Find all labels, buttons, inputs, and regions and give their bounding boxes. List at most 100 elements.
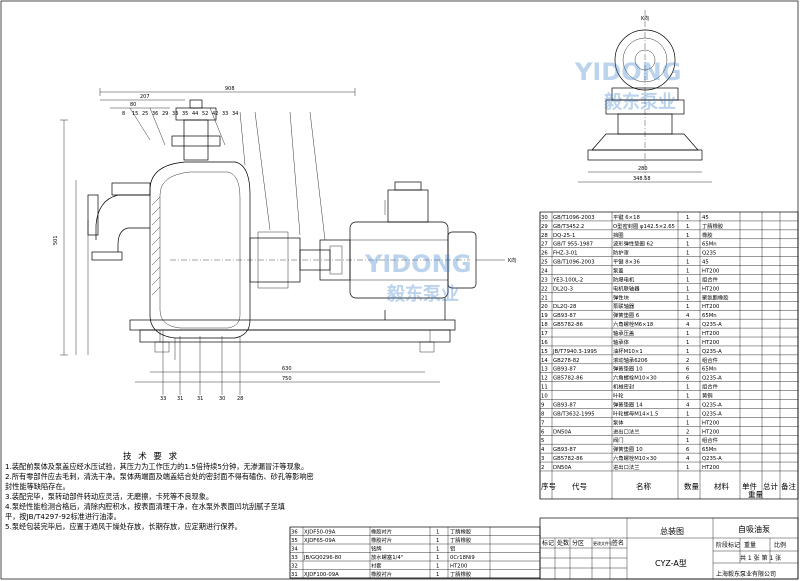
- bom-cell-no: 20: [541, 304, 548, 310]
- bom-cell-name: 挡圈: [613, 231, 624, 239]
- stage-label-0: 阶段标记: [716, 541, 740, 549]
- dim-overall-length: 908: [225, 86, 235, 92]
- dim-left-h: 207: [140, 94, 150, 100]
- bom-cell-name: 叶轮: [613, 392, 624, 400]
- bom-cell-mat: HT200: [702, 304, 720, 310]
- tb-small-1: 处数: [557, 539, 569, 547]
- balloon-31: 31: [177, 396, 183, 402]
- bom-cell-code: GB/T1096-2003: [553, 260, 595, 266]
- lower-bom-cell-mat: 丁腈橡胶: [450, 528, 472, 536]
- bom-cell-no: 30: [541, 215, 548, 221]
- bom-cell-name: 叶轮螺母M14×1.5: [613, 409, 658, 417]
- bom-cell-name: 进出口法兰: [613, 427, 640, 435]
- bom-cell-mat: 聚氨酯橡胶: [702, 293, 729, 301]
- watermark-cn-text-mid: 毅东泵业: [387, 284, 459, 305]
- bom-cell-name: 防护罩: [613, 249, 629, 257]
- bom-cell-mat: 45: [702, 260, 709, 266]
- front-view: 908 207 80 501: [53, 86, 516, 402]
- watermark-logo-top: YIDONG: [575, 58, 681, 86]
- bom-cell-code: GB278-82: [553, 358, 580, 364]
- lower-bom-cell-mat: 0Cr18Ni9: [450, 555, 475, 561]
- bom-header-code: 代号: [572, 481, 587, 491]
- bom-cell-qty: 1: [686, 286, 689, 292]
- lower-bom-cell-qty: 1: [436, 572, 439, 578]
- bom-cell-name: 六角螺栓M10×30: [613, 374, 657, 382]
- bom-cell-qty: 1: [686, 385, 689, 391]
- lower-bom-cell-no: 32: [291, 564, 298, 570]
- bom-cell-qty: 1: [686, 340, 689, 346]
- watermark-logo-mid: YIDONG: [365, 250, 471, 278]
- tb-small-3: 更改文件号: [593, 540, 613, 546]
- requirement-line-1: 1.装配前泵体及泵盖应经水压试验，其压力为工作压力的1.5倍持续5分钟，无渗漏冒…: [5, 462, 309, 471]
- bom-cell-qty: 4: [686, 322, 690, 328]
- bom-cell-mat: 45: [702, 215, 709, 221]
- lower-bom-cell-name: 铭牌: [371, 545, 382, 553]
- bom-cell-mat: HT200: [702, 331, 720, 337]
- bom-cell-qty: 6: [686, 367, 690, 373]
- bom-cell-mat: HT200: [702, 269, 720, 275]
- watermark-cn-text-top: 毅东泵业: [604, 92, 676, 113]
- bom-header-weight: 重量: [748, 490, 763, 499]
- bom-header-unit_w: 单件: [742, 481, 757, 491]
- bom-cell-name: 弹簧垫圈 6: [613, 311, 640, 319]
- lower-bom-cell-qty: 1: [436, 538, 439, 544]
- bom-cell-qty: 1: [686, 394, 689, 400]
- lower-bom-cell-no: 36: [291, 530, 298, 536]
- bom-cell-code: DN50A: [553, 465, 572, 471]
- balloon-top: 52: [202, 111, 208, 117]
- bom-cell-mat: HT200: [702, 429, 720, 435]
- bom-cell-mat: HT200: [702, 420, 720, 426]
- bom-cell-no: 14: [541, 358, 548, 364]
- bom-cell-name: 平键 8×36: [613, 258, 640, 266]
- lower-bom-cell-qty: 1: [436, 555, 439, 561]
- requirement-line-4: 3.装配完毕，泵转动部件转动应灵活，无磨擦，卡死等不良现象。: [5, 492, 214, 501]
- balloon-30: 30: [219, 396, 225, 402]
- bom-cell-mat: 黄铜: [702, 392, 713, 400]
- balloon-top: 8: [122, 111, 125, 117]
- bom-header-mat: 材料: [714, 481, 729, 491]
- watermark-cn-top: 毅东泵业: [604, 88, 676, 114]
- lower-bom-cell-qty: 1: [436, 530, 439, 536]
- bom-cell-no: 25: [541, 260, 548, 266]
- bom-cell-name: 弹簧垫圈 10: [613, 365, 643, 373]
- lower-bom-cell-mat: 丁腈橡胶: [450, 570, 472, 578]
- bom-cell-name: 进出口法兰: [613, 463, 640, 471]
- bom-cell-code: GB93-87: [553, 367, 576, 373]
- balloon-top: 25: [142, 111, 148, 117]
- bom-cell-code: GB5782-86: [553, 322, 583, 328]
- bom-cell-name: 六角螺栓M6×18: [613, 320, 654, 328]
- bom-cell-no: 7: [541, 420, 544, 426]
- lower-bom-cell-qty: 1: [436, 547, 439, 553]
- bom-cell-code: GB/T1096-2003: [553, 215, 595, 221]
- balloon-top: 42: [212, 111, 218, 117]
- lower-bom-cell-no: 35: [291, 538, 298, 544]
- bom-cell-qty: 1: [686, 242, 689, 248]
- bom-cell-mat: 65Mn: [702, 447, 717, 453]
- bom-cell-qty: 6: [686, 447, 690, 453]
- lower-bom-cell-name: 橡胶衬片: [371, 536, 392, 544]
- bom-cell-qty: 1: [686, 420, 689, 426]
- requirement-line-7: 5.泵经包装完毕后，应置于通风干燥处存放，长期存放，应定期进行保养。: [5, 522, 242, 531]
- lower-bom-cell-qty: 1: [436, 564, 439, 570]
- dim-side-base-width: 348.58: [633, 176, 651, 182]
- bom-cell-name: 六角螺栓M10×30: [613, 454, 657, 462]
- balloon-31b: 31: [197, 396, 203, 402]
- bom-cell-name: 阀门: [613, 436, 624, 444]
- bom-cell-qty: 1: [686, 438, 689, 444]
- bom-cell-mat: Q235-A: [702, 411, 722, 417]
- bom-cell-qty: 1: [686, 269, 689, 275]
- bom-cell-mat: Q235-A: [702, 322, 722, 328]
- lower-bom-cell-no: 31: [291, 572, 298, 578]
- lower-bom-cell-name: 橡胶衬片: [371, 528, 392, 536]
- bom-cell-name: 轴承压盖: [613, 329, 635, 337]
- bom-cell-qty: 1: [686, 215, 689, 221]
- bom-cell-no: 13: [541, 367, 548, 373]
- dim-base-length: 630: [282, 366, 292, 372]
- bom-cell-no: 17: [541, 331, 548, 337]
- bom-header-total_w: 总计: [763, 481, 778, 491]
- bom-cell-mat: 丁腈橡胶: [702, 222, 724, 230]
- bom-cell-no: 29: [541, 224, 548, 230]
- bom-cell-mat: Q235: [702, 251, 716, 257]
- bom-cell-mat: HT200: [702, 465, 720, 471]
- bom-cell-mat: 组合件: [702, 356, 719, 364]
